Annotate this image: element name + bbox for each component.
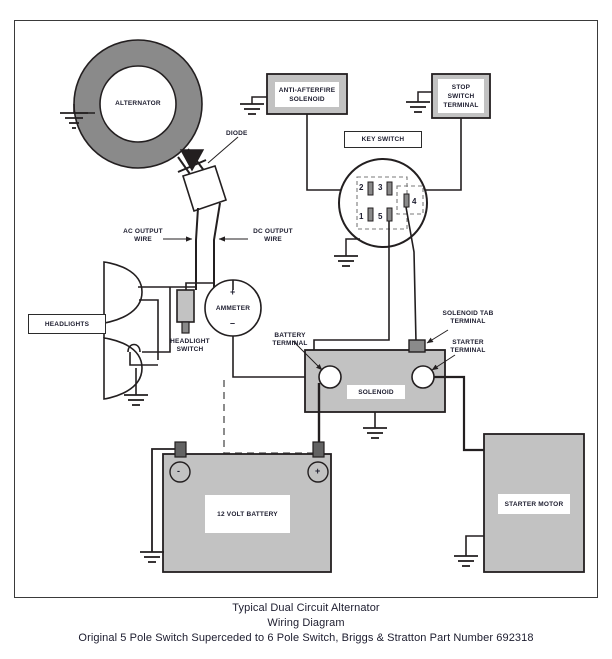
output-wire-pair — [195, 202, 221, 295]
key-switch-terminal-3: 3 — [378, 183, 383, 192]
battery-negative-sign: - — [177, 466, 180, 476]
headlight-upper — [103, 261, 143, 324]
battery-terminal-label: BATTERY TERMINAL — [272, 332, 308, 347]
solenoid-tab-terminal-label: SOLENOID TAB TERMINAL — [442, 310, 494, 325]
keyswitch-to-tab-wire — [405, 206, 417, 343]
starter-motor-label: STARTER MOTOR — [498, 494, 570, 514]
headlight-switch-label: HEADLIGHT SWITCH — [170, 338, 210, 353]
solenoid-tab-arrow — [426, 329, 449, 344]
solenoid-to-battery-wire — [317, 383, 321, 447]
headlight-switch-symbol — [176, 282, 214, 334]
caption-line-1: Typical Dual Circuit Alternator — [232, 602, 380, 614]
caption-line-3: Original 5 Pole Switch Superceded to 6 P… — [78, 632, 534, 644]
headlight-lower — [103, 337, 143, 400]
key-switch-circle — [338, 158, 428, 248]
starter-terminal-label: STARTER TERMINAL — [450, 339, 486, 354]
ammeter-symbol — [204, 279, 314, 378]
key-switch-terminal-2: 2 — [359, 183, 364, 192]
alternator-label: ALTERNATOR — [115, 100, 161, 107]
regulator-block — [181, 165, 228, 213]
starter-terminal-arrow — [431, 354, 456, 371]
ammeter-label: AMMETER — [215, 305, 251, 312]
key-switch-ground — [334, 238, 360, 267]
ammeter-minus-sign: – — [230, 318, 236, 328]
dc-output-wire-label: DC OUTPUT WIRE — [253, 228, 293, 243]
diode-label: DIODE — [226, 130, 248, 137]
anti-afterfire-solenoid-label: ANTI-AFTERFIRE SOLENOID — [275, 82, 339, 107]
dashed-charge-wire — [223, 380, 318, 454]
stop-switch-terminal-label: STOP SWITCH TERMINAL — [438, 79, 484, 113]
solenoid-to-starter-wire — [434, 375, 484, 452]
key-switch-terminal-4: 4 — [412, 197, 417, 206]
figure-caption: Typical Dual Circuit Alternator Wiring D… — [0, 601, 612, 646]
alternator-ground — [60, 104, 95, 129]
key-switch-label: KEY SWITCH — [344, 131, 422, 148]
ac-output-wire-label: AC OUTPUT WIRE — [123, 228, 163, 243]
alternator-ring — [73, 39, 203, 169]
headlights-label: HEADLIGHTS — [28, 314, 106, 334]
solenoid-label: SOLENOID — [347, 385, 405, 399]
battery-label: 12 VOLT BATTERY — [205, 495, 290, 533]
caption-line-2: Wiring Diagram — [267, 617, 345, 629]
key-switch-terminal-1: 1 — [359, 212, 364, 221]
ammeter-plus-sign: + — [230, 287, 236, 297]
battery-positive-sign: + — [315, 466, 321, 476]
battery-terminal-arrow — [292, 340, 323, 371]
key-switch-terminal-5: 5 — [378, 212, 383, 221]
